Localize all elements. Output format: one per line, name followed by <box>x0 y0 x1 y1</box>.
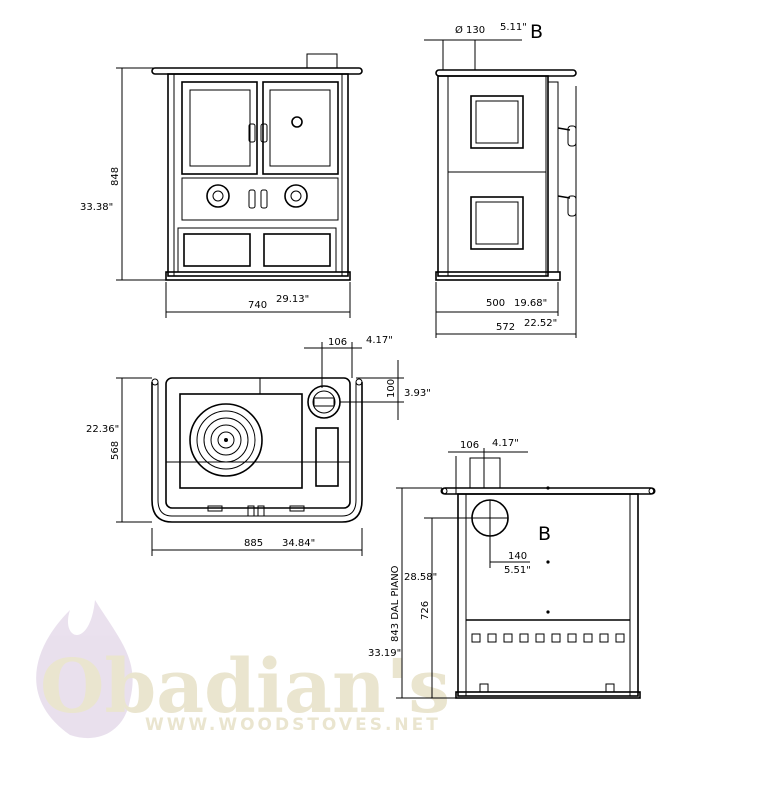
top-width-in: 34.84" <box>282 538 315 549</box>
top-flue-offset-in: 4.17" <box>366 335 393 346</box>
front-view: 848 33.38" 740 29.13" <box>80 53 363 318</box>
rear-flue-dia-in: 5.51" <box>504 565 531 576</box>
rear-hob-height-in: 28.58" <box>404 572 437 583</box>
watermark: Obadian's WWW.WOODSTOVES.NET <box>36 600 450 739</box>
rear-height-in: 33.19" <box>368 648 401 659</box>
front-width-mm: 740 <box>248 300 267 311</box>
side-total-depth-mm: 572 <box>496 322 515 333</box>
rear-height-label: 843 DAL PIANO <box>390 565 401 642</box>
front-width-in: 29.13" <box>276 294 309 305</box>
side-total-depth-in: 22.52" <box>524 318 557 329</box>
top-depth-mm: 568 <box>110 441 121 460</box>
side-flue-diameter: Ø 130 <box>455 24 485 36</box>
rear-view: 106 4.17" B 140 5.51" <box>368 438 656 699</box>
rear-flue-offset-in: 4.17" <box>492 438 519 449</box>
rear-hob-height-mm: 726 <box>420 601 431 620</box>
top-flue-offset-mm: 106 <box>328 337 347 348</box>
side-label-b: B <box>530 21 543 43</box>
rear-flue-dia-mm: 140 <box>508 551 527 562</box>
top-flue-back-in: 3.93" <box>404 388 431 399</box>
watermark-url: WWW.WOODSTOVES.NET <box>145 715 441 735</box>
vent-row <box>471 633 625 643</box>
flame-icon <box>36 600 133 739</box>
top-width-mm: 885 <box>244 538 263 549</box>
watermark-brand: Obadian's <box>40 644 450 730</box>
rear-flue-offset-mm: 106 <box>460 440 479 451</box>
top-flue-back-mm: 100 <box>386 379 397 398</box>
side-depth-in: 19.68" <box>514 298 547 309</box>
top-depth-in: 22.36" <box>86 424 119 435</box>
side-view: Ø 130 5.11" B 500 19.68" 572 22.52" <box>424 21 577 338</box>
top-view: 106 4.17" 100 3.93" 22.36" 568 885 34.84… <box>86 335 431 556</box>
rear-label-b: B <box>538 523 551 545</box>
front-height-mm: 848 <box>110 167 121 186</box>
front-height-in: 33.38" <box>80 202 113 213</box>
side-depth-mm: 500 <box>486 298 505 309</box>
side-flue-offset-in: 5.11" <box>500 22 527 33</box>
